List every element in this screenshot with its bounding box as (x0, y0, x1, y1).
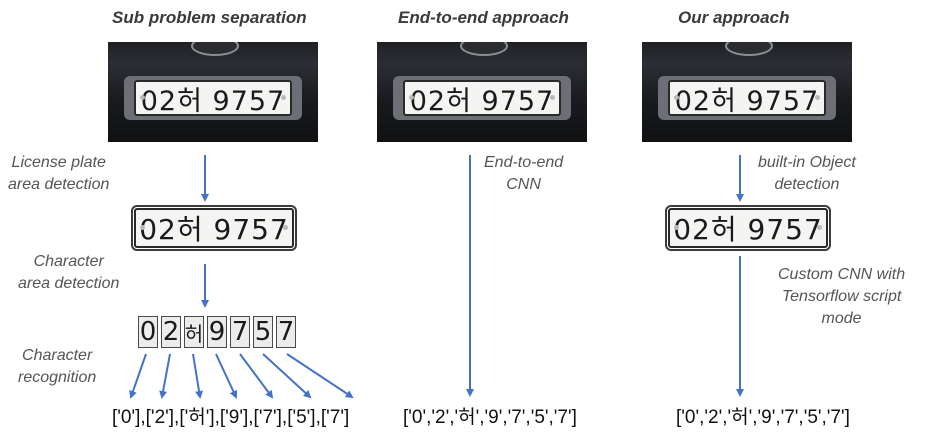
step-label-character-detection: Character area detection (18, 253, 120, 292)
plate-text: 02허 9757 (674, 85, 820, 117)
cropped-plate-our-approach: 02허 9757 (665, 205, 831, 251)
arrow-char-3 (215, 353, 238, 399)
plate-bolt (409, 95, 414, 100)
cropped-plate-sub-problem: 02허 9757 (131, 205, 297, 251)
character-crop: 9 (207, 316, 227, 348)
plate-text: 02허 9757 (673, 213, 823, 246)
plate-bolt (815, 95, 820, 100)
plate-text: 02허 9757 (139, 213, 289, 246)
step-label-end-to-end-cnn: End-to-end CNN (484, 154, 564, 193)
license-plate: 02허 9757 (403, 80, 561, 117)
plate-bolt (674, 225, 679, 230)
plate-bolt (281, 95, 286, 100)
car-photo-our-approach: 02허 9757 (642, 42, 852, 142)
plate-bolt (283, 225, 288, 230)
column-title-sub-problem: Sub problem separation (112, 8, 307, 27)
step-label-plate-detection: License plate area detection (8, 154, 110, 193)
plate-text: 02허 9757 (409, 85, 555, 117)
step-label-object-detection: built-in Object detection (758, 154, 856, 193)
arrow-char-4 (239, 353, 274, 399)
plate-bolt (674, 95, 679, 100)
step-label-character-recognition: Character recognition (18, 347, 97, 386)
character-crop: 2 (161, 316, 181, 348)
plate-bolt (140, 95, 145, 100)
plate-bolt (817, 225, 822, 230)
character-crop: 0 (138, 316, 158, 348)
arrow-char-2 (192, 353, 203, 399)
license-plate: 02허 9757 (134, 80, 292, 117)
arrow-char-5 (262, 353, 312, 399)
output-sub-problem: ['0'],['2'],['허'],['9'],['7'],['5'],['7'… (112, 407, 350, 428)
segmented-characters: 0 2 허 9 7 5 7 (138, 316, 296, 350)
column-title-end-to-end: End-to-end approach (398, 8, 569, 27)
license-plate: 02허 9757 (668, 80, 826, 117)
arrow-char-6 (286, 353, 354, 399)
arrow-char-1 (159, 353, 171, 399)
plate-bolt (140, 225, 145, 230)
output-end-to-end: ['0','2','허','9','7','5','7'] (403, 407, 577, 428)
plate-bolt (550, 95, 555, 100)
character-crop: 허 (184, 316, 204, 348)
column-title-our-approach: Our approach (678, 8, 790, 27)
step-label-custom-cnn: Custom CNN with Tensorflow script mode (778, 266, 906, 327)
output-our-approach: ['0','2','허','9','7','5','7'] (676, 407, 850, 428)
character-crop: 7 (276, 316, 296, 348)
character-crop: 7 (230, 316, 250, 348)
car-photo-end-to-end: 02허 9757 (377, 42, 587, 142)
car-photo-sub-problem: 02허 9757 (108, 42, 318, 142)
character-crop: 5 (253, 316, 273, 348)
plate-text: 02허 9757 (140, 85, 286, 117)
arrow-char-0 (129, 353, 147, 399)
